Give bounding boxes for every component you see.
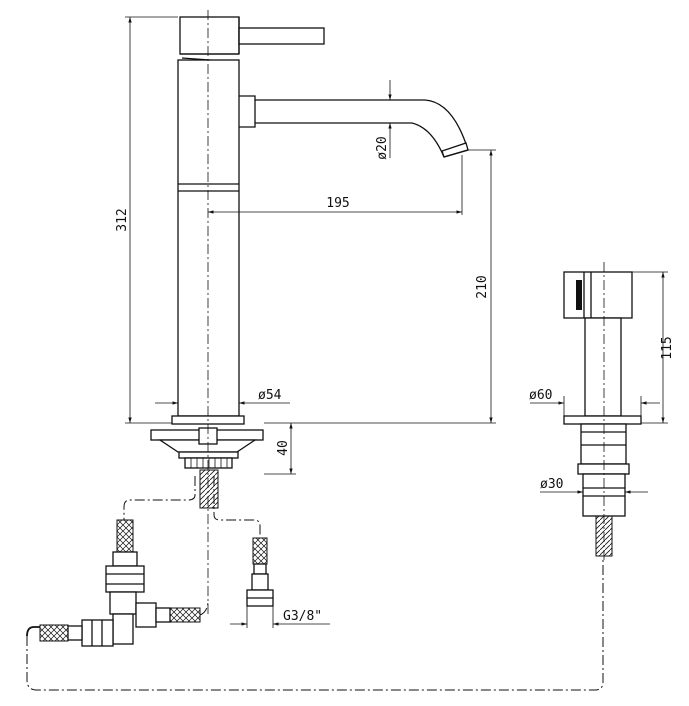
supply-hoses	[26, 476, 604, 691]
dim-spout-height: 210	[475, 275, 490, 298]
mixer-spout	[239, 95, 469, 158]
mixer-handle	[179, 16, 325, 63]
dim-spout-diameter: ø20	[375, 136, 390, 159]
dim-shower-shank-diameter: ø30	[540, 477, 563, 492]
dim-shower-height: 115	[660, 336, 675, 359]
dim-total-height: 312	[115, 208, 130, 231]
dimension-d20: ø20	[375, 80, 392, 160]
dimension-d60: ø60	[529, 388, 660, 416]
mixer-body	[177, 59, 240, 417]
hand-shower	[563, 262, 642, 560]
dimension-40: 40	[264, 423, 296, 475]
dim-body-diameter: ø54	[258, 388, 282, 403]
dimension-115: 115	[632, 271, 675, 424]
dim-spout-reach: 195	[326, 196, 349, 211]
dimension-g38: G3/8"	[230, 600, 330, 628]
dim-shower-base-diameter: ø60	[529, 388, 552, 403]
dimension-d30: ø30	[540, 477, 648, 494]
dim-hose-thread: G3/8"	[283, 609, 322, 624]
mixer-tap	[150, 10, 469, 615]
dimension-210: 210	[264, 149, 496, 424]
dimension-195: 195	[208, 155, 463, 215]
mixer-base	[150, 415, 264, 509]
dim-base-height: 40	[276, 440, 291, 456]
dimension-d54: ø54	[155, 388, 290, 405]
dimension-312: 312	[115, 16, 178, 424]
